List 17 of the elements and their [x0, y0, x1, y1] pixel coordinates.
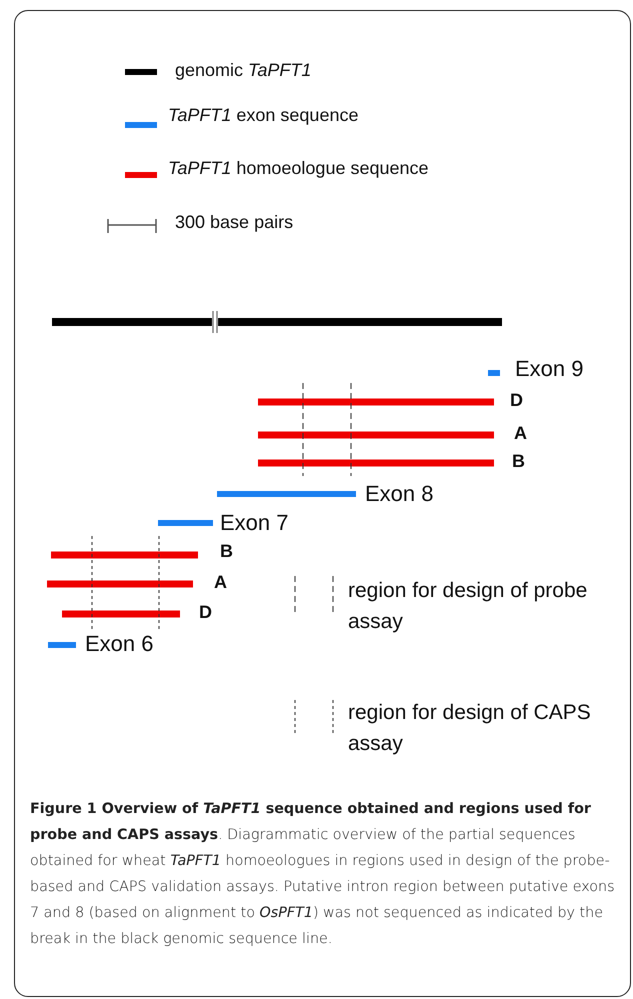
genome-label: D [510, 390, 523, 412]
exon-label: Exon 9 [515, 356, 584, 382]
legend-text: region for design of probe assay [348, 578, 588, 635]
genome-label: A [214, 572, 227, 594]
genome-label: A [514, 423, 527, 445]
legend-text: genomic TaPFT1 [175, 60, 312, 82]
exon-label: Exon 7 [220, 510, 288, 536]
genome-label: B [220, 541, 233, 563]
legend-text: TaPFT1 homoeologue sequence [168, 158, 429, 180]
legend-text: 300 base pairs [175, 212, 294, 234]
legend-text: TaPFT1 exon sequence [168, 105, 358, 127]
figure-caption: Figure 1 Overview of TaPFT1 sequence obtained and regions used for probe and CAPS assays. Diagrammatic overview of the partial sequences obtained for wheat TaPFT1 homoeologues in regions used in design of the probe-based and CAPS validation assays. Putative intron region between putative exons 7 and 8 (based on alignment to OsPFT1) was not sequenced as indicated by the break in the black genomic sequence line. [30, 800, 616, 949]
genome-label: B [512, 451, 525, 473]
legend-text: region for design of CAPS assay [348, 700, 592, 757]
exon-label: Exon 6 [85, 631, 154, 658]
exon-label: Exon 8 [365, 481, 434, 508]
genome-label: D [199, 602, 212, 624]
